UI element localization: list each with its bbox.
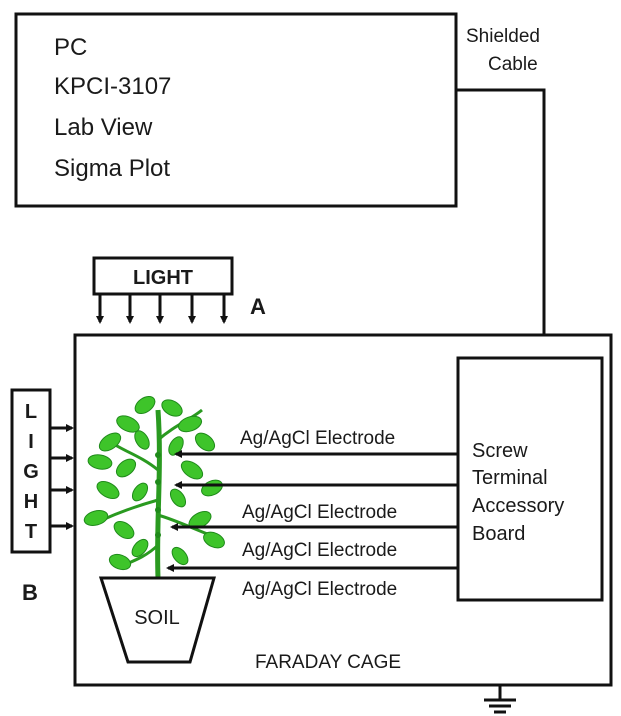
pc-card-label: KPCI-3107 xyxy=(54,73,171,100)
pc-plot-label: Sigma Plot xyxy=(54,155,170,182)
side-light-letter-i: I xyxy=(28,431,34,453)
board-label-line2: Terminal xyxy=(472,467,548,489)
side-light-letter-g: G xyxy=(23,461,39,483)
side-light-letter-l: L xyxy=(25,401,37,423)
electrode-2: Ag/AgCl Electrode xyxy=(174,481,458,523)
electrode-label-4: Ag/AgCl Electrode xyxy=(242,579,397,600)
side-light-letter-h: H xyxy=(24,491,38,513)
board-label-line4: Board xyxy=(472,523,525,545)
cable-line xyxy=(456,88,546,358)
cable-label-line2: Cable xyxy=(488,54,538,75)
soil-label: SOIL xyxy=(134,607,180,629)
shielded-cable: Shielded Cable xyxy=(456,26,546,358)
faraday-cage-label: FARADAY CAGE xyxy=(255,652,401,673)
top-light: LIGHT A xyxy=(92,256,266,324)
side-light: L I G H T B xyxy=(10,388,74,605)
electrode-4: Ag/AgCl Electrode xyxy=(166,564,458,600)
side-light-letter-t: T xyxy=(25,521,37,543)
board-label-line3: Accessory xyxy=(472,495,564,517)
top-light-arrows xyxy=(96,294,228,324)
electrode-label-1: Ag/AgCl Electrode xyxy=(240,428,395,449)
screw-terminal-board: Screw Terminal Accessory Board xyxy=(456,356,604,602)
pc-label: PC xyxy=(54,34,87,61)
pc-box: PC KPCI-3107 Lab View Sigma Plot xyxy=(14,12,458,208)
soil-pot: SOIL xyxy=(98,576,216,664)
cable-label-line1: Shielded xyxy=(466,26,540,47)
ground-icon xyxy=(484,685,516,714)
electrode-label-2: Ag/AgCl Electrode xyxy=(242,502,397,523)
electrode-label-3: Ag/AgCl Electrode xyxy=(242,540,397,561)
marker-b: B xyxy=(22,580,38,605)
side-light-arrows xyxy=(50,424,74,530)
board-label-line1: Screw xyxy=(472,440,528,462)
pc-software-label: Lab View xyxy=(54,114,153,141)
electrode-3: Ag/AgCl Electrode xyxy=(170,523,458,561)
top-light-label: LIGHT xyxy=(133,267,193,289)
marker-a: A xyxy=(250,294,266,319)
electrode-1: Ag/AgCl Electrode xyxy=(174,428,458,458)
plant-illustration xyxy=(83,395,225,579)
